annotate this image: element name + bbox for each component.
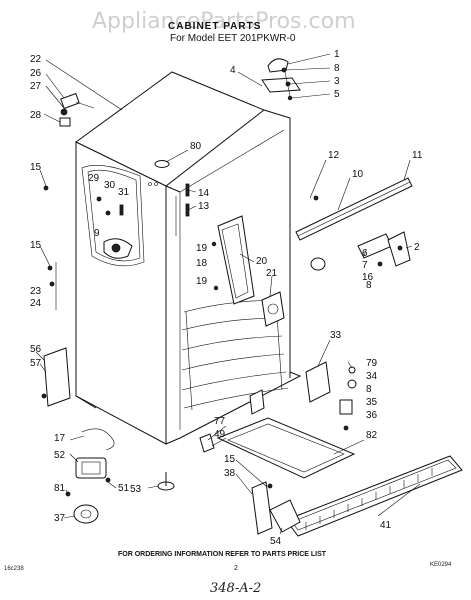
callout-label: 51 [118,483,130,494]
callout-label: 8 [366,384,372,395]
callout-label: 28 [30,110,42,121]
callout-label: 15 [224,454,236,465]
callout-label: 10 [352,169,364,180]
watermark-text: AppliancePartsPros.com [92,9,356,34]
callout-label: 34 [366,371,378,382]
callout-label: 31 [118,187,130,198]
footer-instructions: FOR ORDERING INFORMATION REFER TO PARTS … [118,551,327,558]
footer-page-number: 2 [234,565,238,572]
callout-label: 57 [30,358,42,369]
callout-label: 53 [130,484,142,495]
callout-label: 38 [224,468,236,479]
callout-label: 8 [366,280,372,291]
callout-label: 16 [362,272,374,283]
callout-label: 80 [190,141,202,152]
callout-label: 22 [30,54,42,65]
callout-label: 41 [380,520,392,531]
lower-left-parts [41,347,175,524]
callout-label: 77 [214,416,226,427]
callout-label: 3 [334,76,340,87]
model-line: For Model EET 201PKWR-0 [170,33,296,44]
cabinet-floor-ribs [181,299,289,411]
callout-label: 11 [412,150,423,161]
diagram-title: CABINET PARTS [168,21,261,32]
callout-label: 81 [54,483,66,494]
callout-label: 8 [334,63,340,74]
left-screws-and-bracket [43,185,57,310]
footer-left-code: 16c238 [4,566,24,572]
callout-label: 15 [30,162,42,173]
thermostat-parts [96,196,133,259]
callout-label: 49 [214,429,226,440]
callout-label: 30 [104,180,116,191]
lower-right-parts [199,361,463,537]
callout-label: 37 [54,513,66,524]
callout-label: 33 [330,330,342,341]
callout-label: 82 [366,430,378,441]
callout-label: 27 [30,81,42,92]
callout-label: 26 [30,68,42,79]
callout-label: 29 [88,173,100,184]
callout-label: 12 [328,150,340,161]
callout-label: 4 [230,65,236,76]
callout-label: 5 [334,89,340,100]
callout-label: 79 [366,358,378,369]
footer-right-code: KE0294 [430,562,452,568]
callout-label: 36 [366,410,378,421]
callout-label: 20 [256,256,268,267]
callout-label: 7 [362,260,368,271]
leader-lines [35,53,421,535]
left-hinge-pin-parts [59,92,95,127]
callout-label: 14 [198,188,210,199]
callout-label: 35 [366,397,378,408]
callout-label: 54 [270,536,282,547]
callout-label: 17 [54,433,66,444]
callout-label: 24 [30,298,42,309]
cabinet-body [75,71,302,445]
callout-label: 56 [30,344,42,355]
callout-label: 13 [198,201,210,212]
callout-label: 2 [414,242,420,253]
callout-label: 21 [266,268,278,279]
callout-label: 15 [30,240,42,251]
callout-label: 23 [30,286,42,297]
callout-label: 52 [54,450,66,461]
callout-numbers: 1 8 3 5 4 22 26 27 28 80 15 29 30 31 9 1… [30,49,423,547]
top-hinge-assembly [261,58,301,101]
right-rail-and-lower-hinge [295,177,413,271]
callout-label: 9 [94,228,100,239]
callout-label: 19 [196,243,208,254]
callout-label: 19 [196,276,208,287]
callout-label: 1 [334,49,340,60]
handwritten-note: 348-A-2 [210,581,261,596]
callout-label: 6 [362,248,368,259]
callout-label: 18 [196,258,208,269]
center-interior-parts [154,160,285,327]
grille-slots [305,468,433,530]
